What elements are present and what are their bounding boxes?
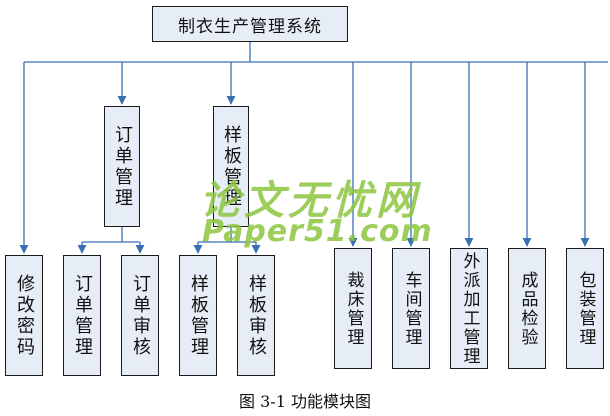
- module-sample-manage: 样板管理: [179, 255, 217, 376]
- module-inspection: 成品检验: [508, 248, 546, 369]
- module-sample-review: 样板审核: [237, 255, 275, 376]
- module-packing: 包装管理: [566, 248, 604, 369]
- module-change-password: 修改密码: [5, 255, 43, 376]
- group-node-order-management: 订单管理: [104, 106, 140, 227]
- module-order-review: 订单审核: [121, 255, 159, 376]
- figure-caption: 图 3-1 功能模块图: [239, 392, 371, 411]
- module-workshop: 车间管理: [392, 248, 430, 369]
- group-node-sample-management: 样板管理: [213, 106, 249, 227]
- module-cutting: 裁床管理: [334, 248, 372, 369]
- module-order-manage: 订单管理: [63, 255, 101, 376]
- root-node-system: 制衣生产管理系统: [152, 6, 348, 42]
- module-outsourcing: 外派加工管理: [450, 248, 488, 369]
